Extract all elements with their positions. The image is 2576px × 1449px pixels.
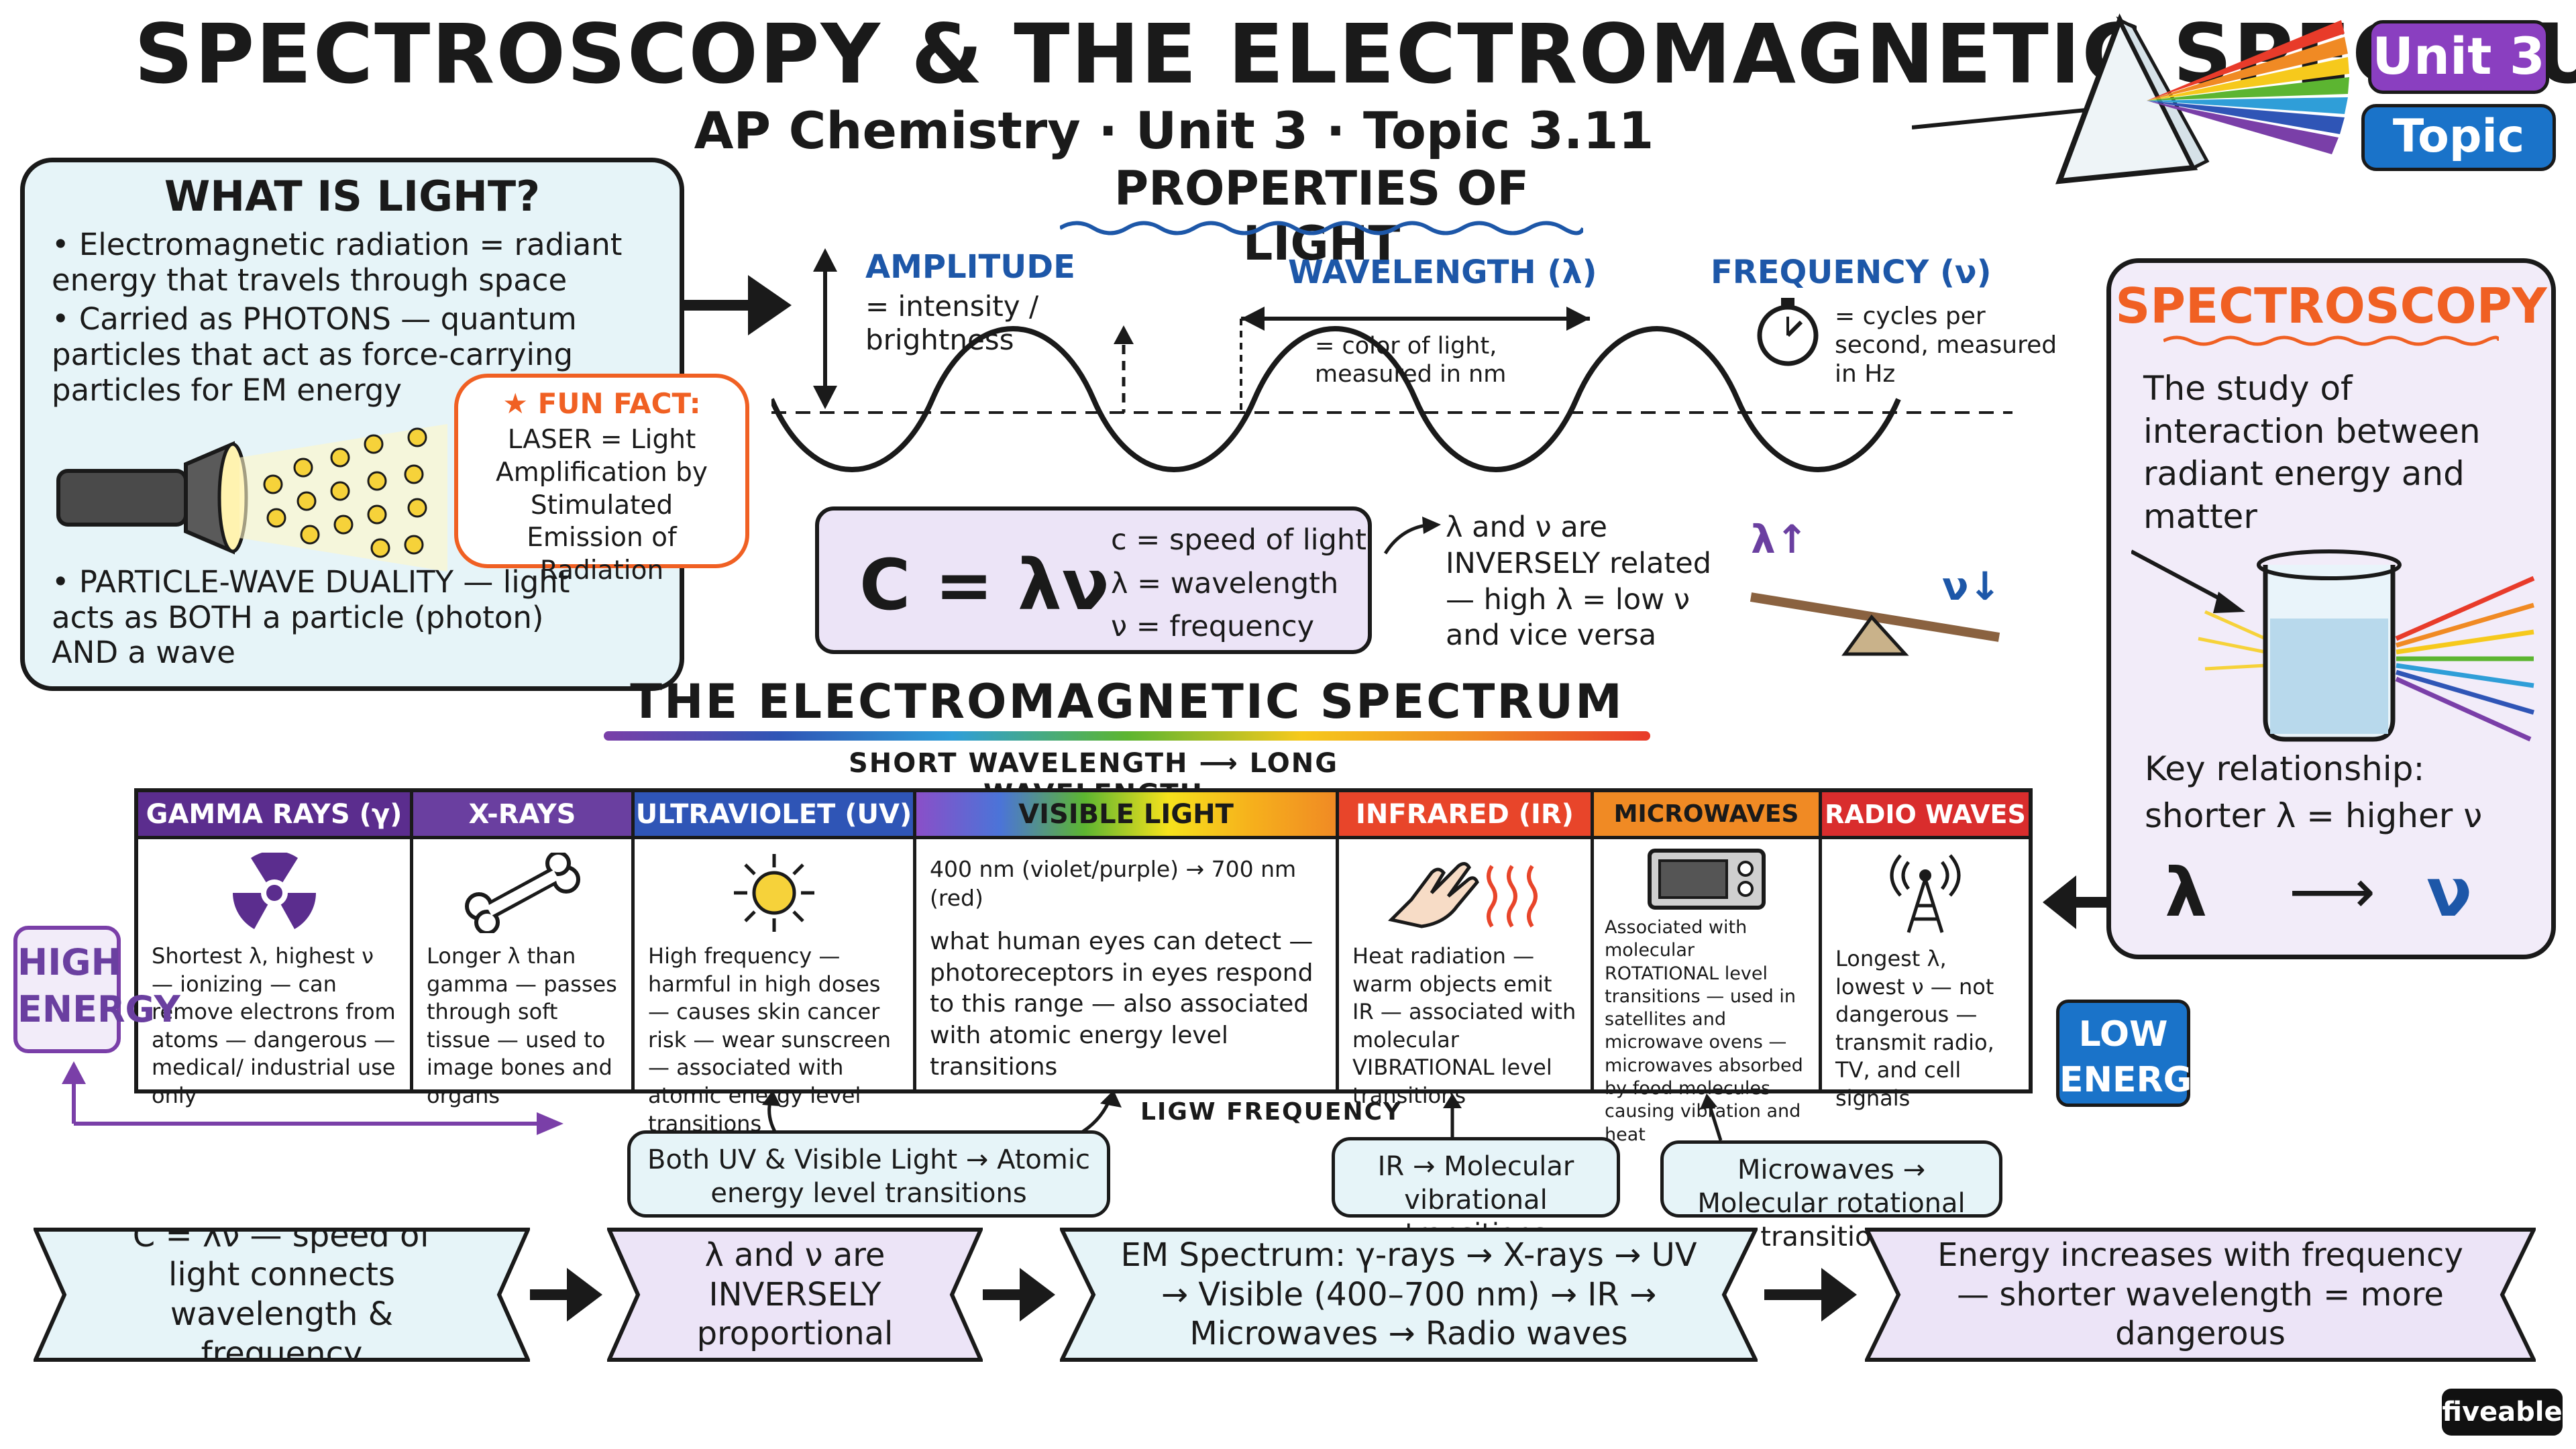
seesaw-icon <box>1750 592 2000 656</box>
summary-speed-of-light: C = λν — speed of light connects wavelen… <box>34 1228 530 1362</box>
hand-heat-icon <box>1387 862 1538 928</box>
rainbow-underline <box>604 731 1650 741</box>
amplitude-desc: = intensity / brightness <box>865 290 1039 357</box>
fiveable-logo: fiveable <box>2442 1389 2563 1436</box>
em-spectrum-table: GAMMA RAYS (γ) Shortest λ, highest ν — i… <box>134 788 2033 1145</box>
column-xrays: X-RAYS Longer λ than gamma — passes thro… <box>413 792 635 1108</box>
column-uv: ULTRAVIOLET (UV) High frequency — harmfu… <box>635 792 916 1136</box>
unit-badge: Unit 3 <box>2368 20 2549 94</box>
low-frequency-label: LIGW FREQUENCY <box>1140 1098 1403 1126</box>
page-subtitle: AP Chemistry · Unit 3 · Topic 3.11 <box>694 101 1654 160</box>
key-relationship-title: Key relationship: <box>2145 749 2425 788</box>
summary-arrow-3 <box>1764 1268 1857 1322</box>
column-radio-header: RADIO WAVES <box>1822 792 2029 839</box>
fun-fact-bubble: ★ FUN FACT: LASER = Light Amplification … <box>454 374 749 586</box>
wavelength-desc: = color of light, measured in nm <box>1315 333 1507 388</box>
key-arrow-icon: ⟶ <box>2289 857 2376 927</box>
column-microwaves: MICROWAVES Associated with molecular ROT… <box>1594 792 1822 1145</box>
bone-icon <box>464 853 580 933</box>
formula-box: C = λν c = speed of light λ = wavelength… <box>815 506 1372 654</box>
summary-arrow-2 <box>983 1268 1055 1322</box>
column-visible: VISIBLE LIGHT 400 nm (violet/purple) → 7… <box>916 792 1339 1089</box>
amplitude-label: AMPLITUDE <box>865 248 1075 286</box>
spectroscopy-heading: SPECTROSCOPY <box>2115 278 2547 334</box>
nu-down-label: ν↓ <box>1942 564 2002 609</box>
page-title: SPECTROSCOPY & THE ELECTROMAGNETIC SPECT… <box>134 7 2576 102</box>
speed-of-light-formula: C = λν <box>859 544 1110 626</box>
column-gamma-desc: Shortest λ, highest ν — ionizing — can r… <box>152 943 396 1108</box>
sun-icon <box>733 854 814 932</box>
column-infrared-header: INFRARED (IR) <box>1339 792 1591 839</box>
summary-arrow-1 <box>530 1268 602 1322</box>
spectroscopy-underline <box>2163 335 2499 346</box>
beaker-spectrum-icon <box>2131 549 2535 742</box>
summary-banner-outline-3 <box>1060 1228 1758 1362</box>
low-energy-label: LOW ENERGY <box>2056 1000 2216 1107</box>
callout-arrow-microwave <box>1700 1093 1723 1140</box>
callout-rotational: Microwaves → Molecular rotational transi… <box>1660 1140 2002 1252</box>
spectroscopy-panel: SPECTROSCOPY The study of interaction be… <box>2106 258 2556 959</box>
frequency-label: FREQUENCY (ν) <box>1711 254 1992 291</box>
column-microwaves-header: MICROWAVES <box>1594 792 1819 839</box>
bullet-photons: • Carried as PHOTONS — quantum particles… <box>52 301 577 408</box>
summary-banner-outline-2 <box>607 1228 983 1362</box>
spectroscopy-definition: The study of interaction between radiant… <box>2143 369 2481 536</box>
column-uv-header: ULTRAVIOLET (UV) <box>635 792 913 839</box>
high-energy-label: HIGH ENERGY <box>13 926 180 1053</box>
wavelength-label: WAVELENGTH (λ) <box>1288 254 1597 291</box>
column-xrays-header: X-RAYS <box>413 792 631 839</box>
column-gamma: GAMMA RAYS (γ) Shortest λ, highest ν — i… <box>138 792 413 1108</box>
callout-arrow-ir <box>1443 1093 1462 1140</box>
what-is-light-panel: WHAT IS LIGHT? • Electromagnetic radiati… <box>20 158 749 691</box>
high-energy-arrow-icon <box>62 1061 564 1135</box>
frequency-desc: = cycles per second, measured in Hz <box>1835 303 2057 388</box>
summary-inverse: λ and ν are INVERSELY proportional <box>607 1228 983 1362</box>
callout-vibrational: IR → Molecular vibrational transitions <box>1332 1137 1620 1249</box>
what-is-light-heading: WHAT IS LIGHT? <box>164 172 541 221</box>
topic-badge: Topic 3.11 <box>2361 104 2556 222</box>
def-c: c = speed of light <box>1111 523 1366 557</box>
column-uv-desc: High frequency — harmful in high doses —… <box>648 943 891 1136</box>
stopwatch-icon <box>1757 298 1819 366</box>
arrow-left-icon <box>2043 875 2110 929</box>
bullet-duality: • PARTICLE-WAVE DUALITY — light acts as … <box>52 564 570 671</box>
heading-underline <box>1060 221 1583 235</box>
column-radio: RADIO WAVES Longest λ, lowest ν — not da… <box>1822 792 2029 1111</box>
properties-heading: PROPERTIES OF LIGHT <box>1114 161 1529 271</box>
fun-fact-text: LASER = Light Amplification by Stimulate… <box>496 425 708 586</box>
inverse-relation-note: λ and ν are INVERSELY related — high λ =… <box>1446 511 1712 653</box>
column-visible-range: 400 nm (violet/purple) → 700 nm (red) <box>930 856 1297 911</box>
light-wave-diagram <box>771 248 2012 472</box>
key-relationship-text: shorter λ = higher ν <box>2145 796 2483 835</box>
em-spectrum-heading: THE ELECTROMAGNETIC SPECTRUM <box>630 674 1624 729</box>
radio-tower-icon <box>1890 854 1961 933</box>
column-radio-desc: Longest λ, lowest ν — not dangerous — tr… <box>1835 946 1994 1111</box>
curved-arrow-icon <box>1383 517 1441 555</box>
key-nu: ν <box>2426 853 2473 932</box>
lambda-up-label: λ↑ <box>1751 517 1809 562</box>
column-gamma-header: GAMMA RAYS (γ) <box>138 792 410 839</box>
def-nu: ν = frequency <box>1111 610 1315 643</box>
arrow-right-icon <box>681 275 792 335</box>
summary-energy: Energy increases with frequency — shorte… <box>1865 1228 2536 1362</box>
column-visible-desc: what human eyes can detect — photorecept… <box>930 927 1313 1081</box>
bullet-em-radiation: • Electromagnetic radiation = radiant en… <box>52 227 623 298</box>
prism-icon <box>1912 13 2349 184</box>
formula-definitions: c = speed of light λ = wavelength ν = fr… <box>1111 519 1366 649</box>
summary-banner-outline-1 <box>34 1228 530 1362</box>
flashlight-icon <box>56 424 447 572</box>
radiation-icon <box>232 853 316 929</box>
microwave-oven-icon <box>1647 849 1766 910</box>
column-infrared: INFRARED (IR) Heat radiation — warm obje… <box>1339 792 1594 1108</box>
column-visible-header: VISIBLE LIGHT <box>916 792 1336 839</box>
star-icon: ★ <box>502 387 538 420</box>
fun-fact-title: ★ FUN FACT: <box>502 387 701 420</box>
column-xrays-desc: Longer λ than gamma — passes through sof… <box>427 943 617 1108</box>
def-lambda: λ = wavelength <box>1111 566 1339 600</box>
callout-atomic-transitions: Both UV & Visible Light → Atomic energy … <box>627 1130 1110 1218</box>
summary-banner-outline-4 <box>1865 1228 2536 1362</box>
column-infrared-desc: Heat radiation — warm objects emit IR — … <box>1352 943 1576 1108</box>
key-lambda: λ <box>2165 853 2208 932</box>
summary-em-order: EM Spectrum: γ-rays → X-rays → UV → Visi… <box>1060 1228 1758 1362</box>
